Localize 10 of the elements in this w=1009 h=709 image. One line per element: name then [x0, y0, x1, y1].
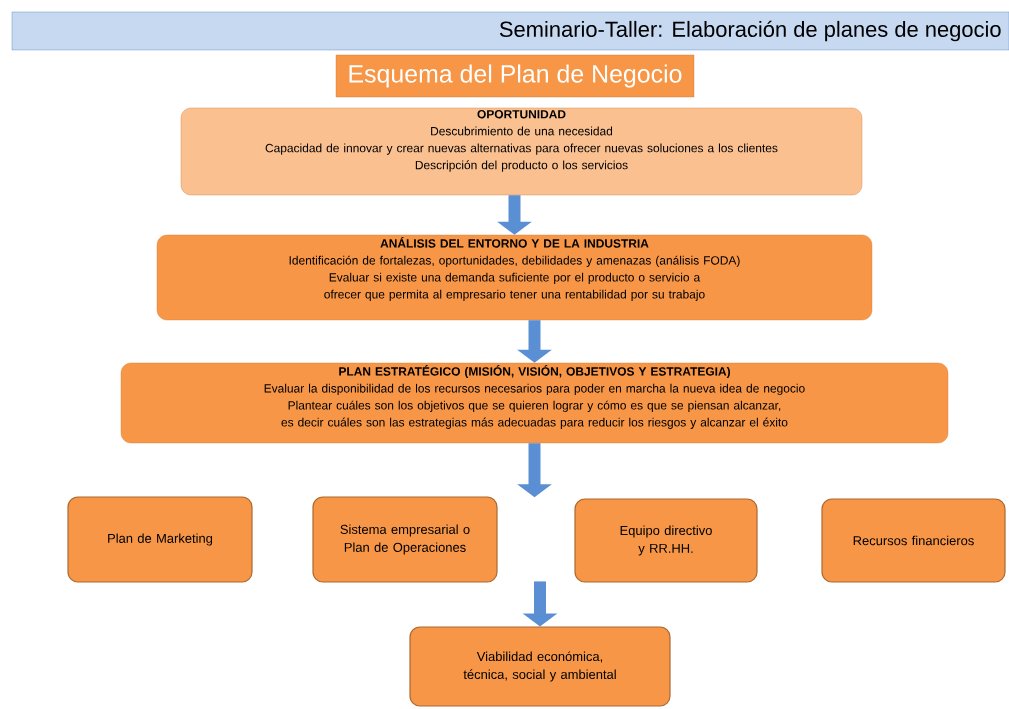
title-box: Esquema del Plan de Negocio — [335, 54, 695, 98]
process-box: Recursos financieros — [821, 498, 1006, 583]
process-box: ANÁLISIS DEL ENTORNO Y DE LA INDUSTRIA Identificación de fortalezas, oportunidades, debilidades y amenazas (análisis FODA) Evaluar si existe una demanda suficiente por el producto o servicio a ofrecer que permita al empresario tener una rentabilidad por su trabajo — [156, 234, 873, 321]
process-box: Equipo directivo y RR.HH. — [574, 498, 758, 583]
process-box: OPORTUNIDAD Descubrimiento de una necesidad Capacidad de innovar y crear nuevas alternativas para ofrecer nuevas soluciones a los clientes Descripción del producto o los servicios — [180, 107, 863, 196]
process-box: PLAN ESTRATÉGICO (MISIÓN, VISIÓN, OBJETIVOS Y ESTRATEGIA) Evaluar la disponibilidad de los recursos necesarios para poder en marcha la nueva idea de negocio Plantear cuáles son los objetivos que se quieren lograr y cómo es que se piensan alcanzar, es decir cuáles son las estrategias más adecuadas para reducir los riesgos y alcanzar el éxito — [120, 362, 949, 444]
process-box: Viabilidad económica, técnica, social y ambiental — [409, 626, 671, 707]
process-box: Plan de Marketing — [67, 496, 253, 583]
header-band: Seminario-Taller: Elaboración de planes de negocio — [11, 11, 1009, 51]
process-box: Sistema empresarial o Plan de Operaciones — [312, 496, 498, 583]
